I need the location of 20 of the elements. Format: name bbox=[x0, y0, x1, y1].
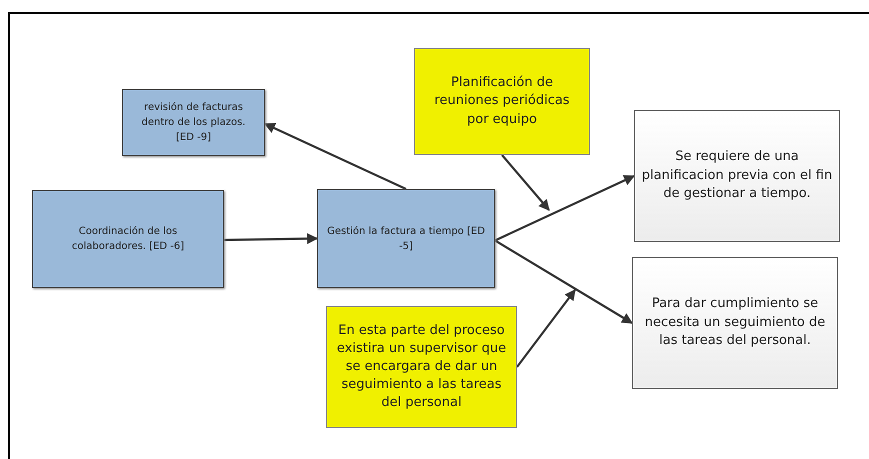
process-box bbox=[122, 89, 265, 156]
arrow bbox=[224, 233, 318, 244]
arrow bbox=[516, 289, 576, 368]
arrow bbox=[501, 154, 550, 211]
box-text: revisión de facturas dentro de los plazos. [ED -9] bbox=[140, 101, 246, 145]
arrow bbox=[264, 122, 406, 190]
arrow bbox=[494, 175, 635, 242]
box-text: Coordinación de los colaboradores. [ED -6] bbox=[70, 225, 186, 254]
process-box bbox=[414, 48, 590, 155]
process-box bbox=[632, 257, 838, 389]
process-box bbox=[317, 189, 495, 288]
box-text: Planificación de reuniones periódicas por equipo bbox=[433, 74, 571, 129]
process-box bbox=[634, 110, 840, 242]
box-text: En esta parte del proceso existira un supervisor que se encargara de dar un seguimiento a las tareas del personal bbox=[336, 322, 508, 412]
box-text: Se requiere de una planificacion previa con el fin de gestionar a tiempo. bbox=[641, 148, 833, 204]
box-text: Para dar cumplimiento se necesita un seguimiento de las tareas del personal. bbox=[644, 294, 826, 350]
arrow bbox=[494, 240, 633, 324]
box-text: Gestión la factura a tiempo [ED -5] bbox=[326, 224, 486, 254]
process-box bbox=[32, 190, 224, 288]
process-box bbox=[326, 306, 517, 428]
